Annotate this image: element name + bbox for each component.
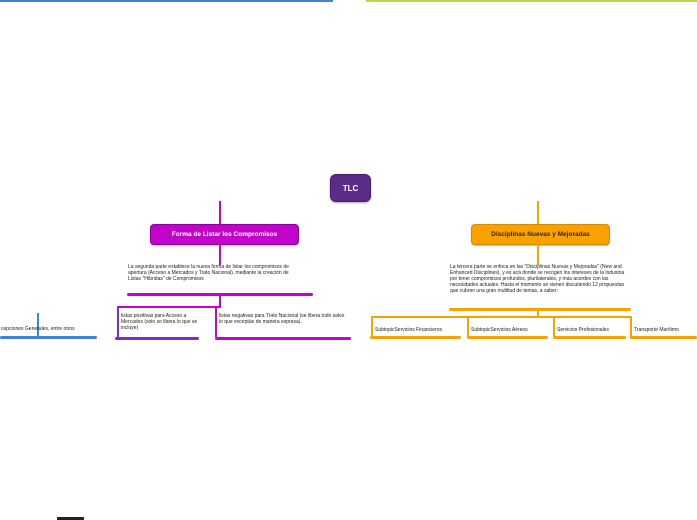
subtopic-node-servicios-financieros[interactable]: SubtopicServicios Financieros [375,327,465,334]
note-node-disciplinas-description[interactable]: La tercera parte se enfoca en las "Disci… [450,264,630,294]
connector-forma-children-drop [219,295,221,307]
subtopic-financieros-label: SubtopicServicios Financieros [375,327,442,333]
subtopic-listas-positivas-underline [115,337,199,340]
subtopic-node-excepciones-generales[interactable]: cepciones Generales, entre otros [1,326,101,333]
subtopic-listas-negativas-label: listas negativas para Trato Nacional (se… [219,313,345,325]
connector-right-topic-drop [537,201,539,225]
root-branch-line-right-green [366,0,697,2]
subtopic-excepciones-label: cepciones Generales, entre otros [1,326,75,332]
screen-edge-artifact [57,517,84,520]
subtopic-listas-positivas-label: listas positivas para Acceso a Mercados … [121,313,198,331]
connector-child-listas-positivas [117,306,119,337]
topic-node-disciplinas-label: Disciplinas Nuevas y Mejoradas [491,231,590,238]
subtopic-node-servicios-aereos[interactable]: SubtopicServicios Aéreos [471,327,551,334]
subtopic-profesionales-underline [553,336,626,339]
subtopic-profesionales-label: Servicios Profesionales [557,327,609,333]
connector-disciplinas-children-spread [371,316,632,318]
connector-child-aereos [467,316,469,337]
topic-node-disciplinas[interactable]: Disciplinas Nuevas y Mejoradas [471,224,610,245]
connector-disciplinas-to-note [537,243,539,265]
subtopic-maritimo-underline [630,336,697,339]
subtopic-node-listas-negativas[interactable]: listas negativas para Trato Nacional (se… [219,313,349,326]
subtopic-node-listas-positivas[interactable]: listas positivas para Acceso a Mercados … [121,313,199,331]
subtopic-aereos-label: SubtopicServicios Aéreos [471,327,528,333]
root-node-label: TLC [342,183,359,193]
note-forma-underline [127,293,313,296]
connector-child-listas-negativas [215,306,217,337]
connector-left-topic-drop [219,201,221,225]
connector-forma-children-spread [117,306,221,308]
note-disciplinas-text: La tercera parte se enfoca en las "Disci… [450,264,625,294]
subtopic-financieros-underline [370,336,461,339]
root-branch-line-left-blue [0,0,333,2]
topic-node-forma-label: Forma de Listar los Compromisos [171,231,278,238]
note-node-forma-description[interactable]: La segunda parte establece la nueva form… [128,264,293,282]
subtopic-aereos-underline [467,336,548,339]
subtopic-excepciones-underline [0,336,97,339]
connector-child-profesionales [553,316,555,337]
root-node-tlc[interactable]: TLC [330,174,371,202]
topic-node-forma-de-listar[interactable]: Forma de Listar los Compromisos [150,224,299,245]
connector-excepciones-node [37,313,39,337]
connector-disciplinas-children-drop [537,310,539,317]
note-forma-text: La segunda parte establece la nueva form… [128,264,289,282]
subtopic-node-transporte-maritimo[interactable]: Transporte Marítimo [634,327,697,334]
connector-child-maritimo [630,316,632,337]
subtopic-node-servicios-profesionales[interactable]: Servicios Profesionales [557,327,629,334]
connector-forma-to-note [219,243,221,265]
connector-child-financieros [371,316,373,337]
subtopic-listas-negativas-underline [215,337,351,340]
note-disciplinas-underline [449,308,631,311]
subtopic-maritimo-label: Transporte Marítimo [634,327,679,333]
